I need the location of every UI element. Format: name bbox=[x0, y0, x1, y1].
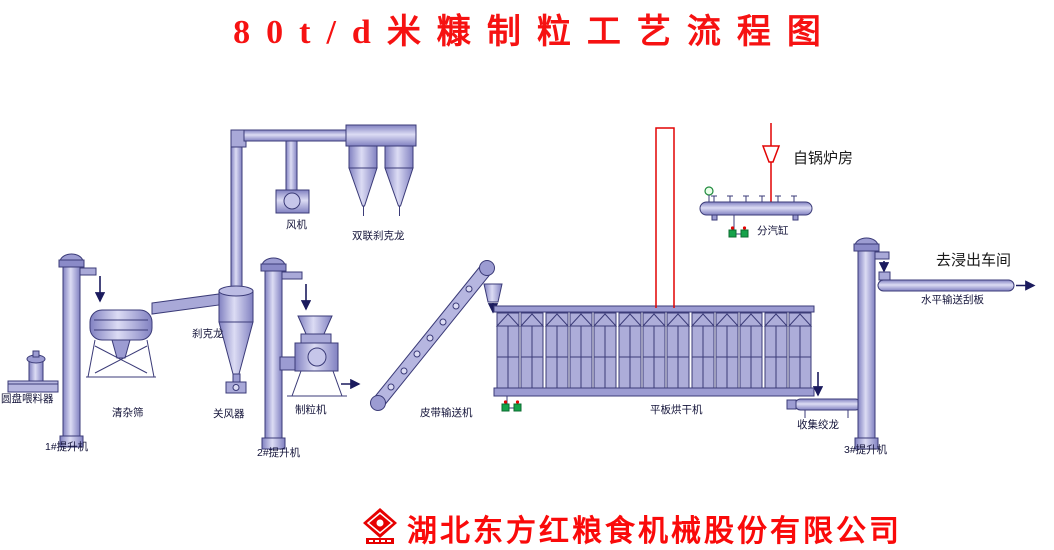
label-elevator-2: 2#提升机 bbox=[257, 447, 301, 459]
label-collection-auger: 收集绞龙 bbox=[797, 419, 839, 431]
label-elevator-3: 3#提升机 bbox=[844, 444, 888, 456]
label-steam-distributor: 分汽缸 bbox=[757, 225, 789, 237]
cleaning-sieve-shape bbox=[86, 293, 220, 378]
cyclone-shape bbox=[218, 129, 349, 394]
label-dryer: 平板烘干机 bbox=[650, 404, 703, 416]
label-disc-feeder: 圆盘喂料器 bbox=[1, 393, 54, 405]
dryer-drain-valves bbox=[501, 396, 522, 412]
label-airlock: 关风器 bbox=[213, 408, 245, 420]
distributor-drain-valves bbox=[728, 215, 749, 238]
label-scraper: 水平输送刮板 bbox=[921, 294, 984, 306]
pelletizer-shape bbox=[279, 315, 361, 397]
label-elevator-1: 1#提升机 bbox=[45, 441, 89, 453]
label-cleaning-sieve: 清杂筛 bbox=[112, 407, 144, 419]
label-to-extraction: 去浸出车间 bbox=[936, 253, 1012, 269]
steam-distributor-shape bbox=[699, 186, 813, 238]
page-title: 80t/d米糠制粒工艺流程图 bbox=[233, 14, 837, 51]
belt-conveyor-shape bbox=[370, 260, 503, 411]
pressure-gauge-icon bbox=[704, 186, 714, 196]
steam-pipes bbox=[655, 123, 781, 308]
fan-shape bbox=[275, 140, 310, 214]
label-pelletizer: 制粒机 bbox=[295, 404, 327, 416]
scraper-conveyor-shape bbox=[877, 271, 1036, 292]
company-logo-icon bbox=[360, 507, 400, 550]
footer: 湖北东方红粮食机械股份有限公司 bbox=[360, 506, 902, 550]
elevator-2-shape bbox=[260, 257, 312, 450]
label-cyclone: 刹克龙 bbox=[192, 328, 224, 340]
collection-auger-shape bbox=[786, 372, 862, 418]
company-name: 湖北东方红粮食机械股份有限公司 bbox=[407, 515, 902, 548]
label-fan: 风机 bbox=[286, 219, 307, 231]
label-from-boiler: 自锅炉房 bbox=[793, 151, 854, 167]
double-cyclone-shape bbox=[345, 124, 417, 216]
boiler-funnel bbox=[761, 145, 781, 163]
dryer-shape bbox=[493, 305, 815, 397]
elevator-1-shape bbox=[58, 253, 106, 448]
dryer-inlet-chute bbox=[483, 283, 503, 303]
label-belt-conveyor: 皮带输送机 bbox=[420, 407, 473, 419]
label-double-cyclone: 双联刹克龙 bbox=[352, 230, 405, 242]
disc-feeder-shape bbox=[7, 350, 59, 393]
elevator-3-shape bbox=[853, 237, 890, 450]
